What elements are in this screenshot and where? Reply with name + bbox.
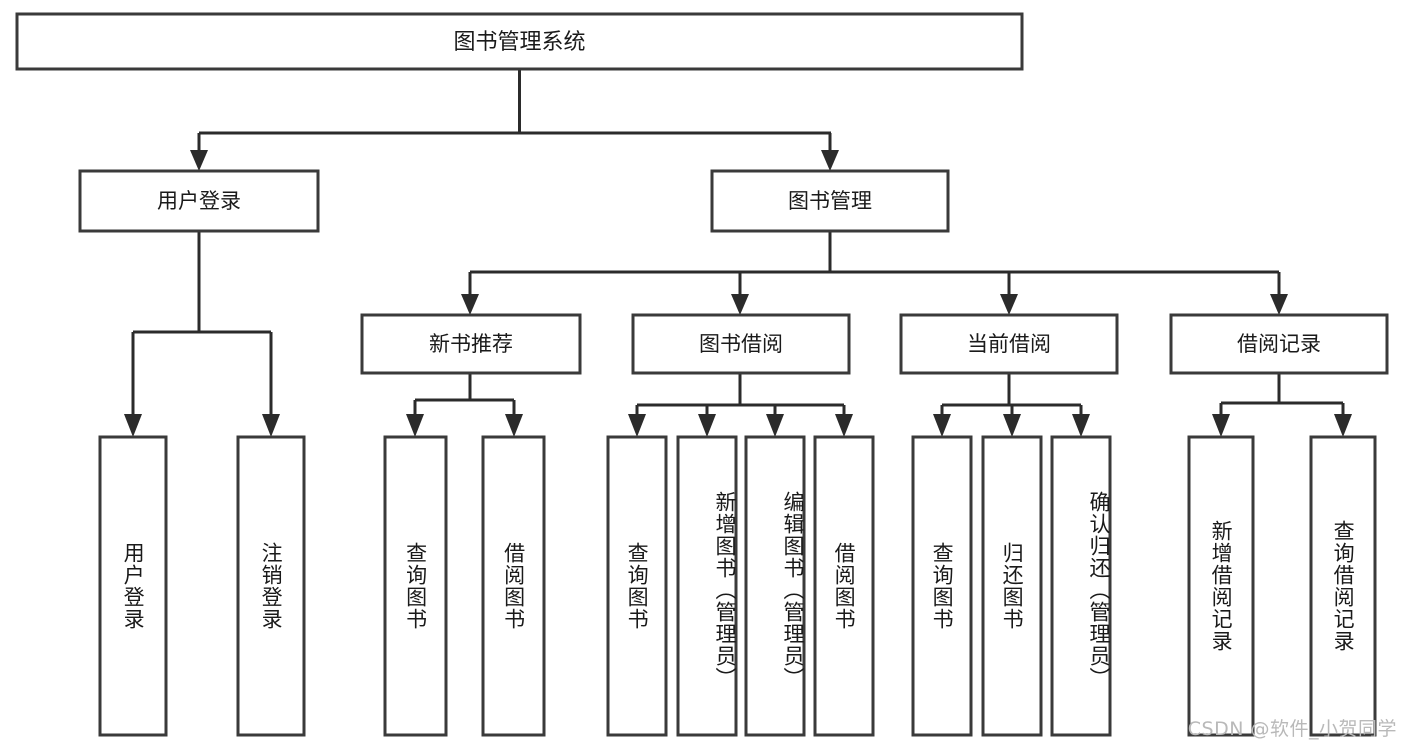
arrow-icon-to-borrow-record [1270,294,1288,315]
node-root-label: 图书管理系统 [453,30,585,55]
leaf-box-borrow-book-newrec[interactable] [481,435,546,737]
node-borrow-record-box[interactable] [1169,313,1389,375]
node-new-book-recommend-label: 新书推荐 [429,332,513,356]
arrow-icon-leaf-return-book [1003,414,1021,437]
arrow-icon-leaf-logout [262,414,280,437]
leaf-box-add-borrow-record[interactable] [1187,435,1255,737]
node-borrow-record-label: 借阅记录 [1237,332,1321,356]
leaf-boxes-layer [98,435,1377,737]
node-new-book-recommend[interactable]: 新书推荐 [360,313,582,375]
leaf-box-query-book-newrec[interactable] [383,435,448,737]
arrow-icon-leaf-query-book-3 [933,414,951,437]
node-user-login-label: 用户登录 [157,189,241,213]
leaf-box-confirm-return-admin[interactable] [1050,435,1112,737]
node-book-borrow[interactable]: 图书借阅 [631,313,851,375]
leaf-box-user-login[interactable] [98,435,168,737]
arrow-icon-leaf-user-login [124,414,142,437]
leaf-box-edit-book-admin[interactable] [744,435,806,737]
node-book-management[interactable]: 图书管理 [710,169,950,233]
leaf-box-query-book-borrow[interactable] [606,435,668,737]
node-new-book-recommend-box[interactable] [360,313,582,375]
arrow-icon-leaf-confirm-return [1072,414,1090,437]
node-current-borrow[interactable]: 当前借阅 [899,313,1119,375]
node-book-borrow-label: 图书借阅 [699,332,783,356]
arrow-icon-to-user-login [190,150,208,171]
leaf-box-query-book-current[interactable] [911,435,973,737]
leaf-box-query-borrow-record[interactable] [1309,435,1377,737]
node-user-login[interactable]: 用户登录 [78,169,320,233]
leaf-box-borrow-book[interactable] [813,435,875,737]
leaf-box-logout[interactable] [236,435,306,737]
node-root-book-management-system[interactable]: 图书管理系统 [15,12,1024,71]
node-current-borrow-label: 当前借阅 [967,332,1051,356]
leaf-box-add-book-admin[interactable] [676,435,738,737]
node-book-borrow-box[interactable] [631,313,851,375]
arrow-icon-leaf-edit-book [766,414,784,437]
node-book-management-box[interactable] [710,169,950,233]
arrow-icon-to-new-book-rec [461,294,479,315]
connectors-layer [124,69,1352,437]
arrow-icon-to-current-borrow [1000,294,1018,315]
node-current-borrow-box[interactable] [899,313,1119,375]
node-borrow-record[interactable]: 借阅记录 [1169,313,1389,375]
arrow-icon-leaf-borrow-book-1 [505,414,523,437]
arrow-icon-leaf-query-record [1334,414,1352,437]
arrow-icon-leaf-query-book-2 [628,414,646,437]
arrow-icon-to-book-borrow [731,294,749,315]
arrow-icon-leaf-query-book-1 [406,414,424,437]
leaf-box-return-book[interactable] [981,435,1043,737]
node-root-box[interactable] [15,12,1024,71]
node-user-login-box[interactable] [78,169,320,233]
arrow-icon-leaf-add-book [698,414,716,437]
watermark-credit: CSDN @软件_小贺同学 [1187,718,1397,740]
arrow-icon-leaf-add-record [1212,414,1230,437]
arrow-icon-to-book-manage [821,150,839,171]
node-book-management-label: 图书管理 [788,189,872,213]
arrow-icon-leaf-borrow-book-2 [835,414,853,437]
